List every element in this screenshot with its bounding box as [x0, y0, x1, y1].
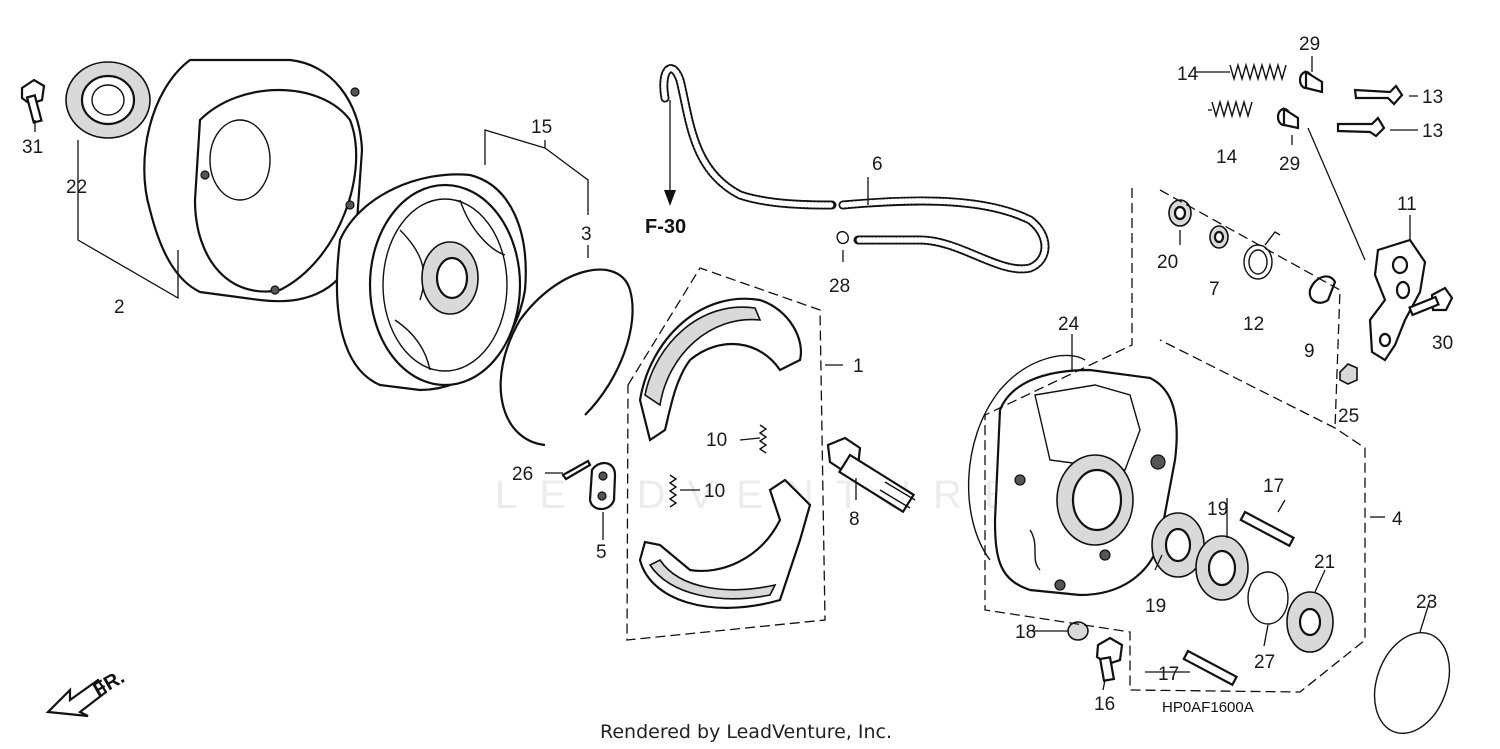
callout-15: 15	[531, 117, 552, 138]
part-12-return-spring[interactable]	[1243, 231, 1281, 280]
part-5-plate[interactable]	[588, 462, 617, 511]
callout-10-upper: 10	[706, 430, 727, 451]
part-1-brake-shoe-set[interactable]	[638, 297, 812, 609]
part-17-stud-upper[interactable]	[1239, 510, 1296, 548]
part-13-pin-upper[interactable]	[1353, 84, 1404, 106]
callout-31: 31	[22, 137, 43, 158]
part-11-brake-arm[interactable]	[1368, 238, 1427, 362]
reference-code: F-30	[645, 216, 686, 238]
part-27-circlip[interactable]	[1247, 571, 1289, 625]
part-10-spring-lower[interactable]	[668, 474, 678, 508]
credit-line: Rendered by LeadVenture, Inc.	[600, 721, 892, 743]
part-15-brake-drum[interactable]	[335, 173, 527, 392]
callout-25: 25	[1338, 406, 1359, 427]
callout-10-lower: 10	[704, 481, 725, 502]
callout-9: 9	[1304, 341, 1315, 362]
part-13-pin-lower[interactable]	[1336, 116, 1386, 138]
callout-12: 12	[1243, 314, 1264, 335]
part-16-bolt[interactable]	[1095, 636, 1124, 682]
part-29-collar-lower[interactable]	[1276, 106, 1300, 130]
part-22-oil-seal[interactable]	[65, 61, 151, 139]
callout-13-lower: 13	[1422, 121, 1443, 142]
callout-labels: 1 2 3 4 5 6 7 8 9 10 10 11 12 13 13 14 1…	[22, 34, 1453, 715]
part-8-brake-cam-shaft[interactable]	[826, 436, 916, 514]
part-30-bolt[interactable]	[1408, 286, 1454, 317]
callout-17-upper: 17	[1263, 476, 1284, 497]
reference-arrow	[664, 100, 676, 206]
part-20-seal[interactable]	[1168, 199, 1192, 227]
callout-28: 28	[829, 276, 850, 297]
part-10-spring-upper[interactable]	[758, 424, 768, 454]
part-14-spring-upper[interactable]	[1229, 62, 1287, 82]
callout-29-lower: 29	[1279, 154, 1300, 175]
callout-5: 5	[596, 542, 607, 563]
callout-20: 20	[1157, 252, 1178, 273]
callout-14-upper: 14	[1177, 64, 1199, 85]
callout-2: 2	[114, 297, 125, 318]
part-7-washer[interactable]	[1209, 225, 1229, 249]
callout-3: 3	[581, 224, 592, 245]
callout-24: 24	[1058, 314, 1080, 335]
callout-11: 11	[1397, 194, 1417, 215]
callout-26: 26	[512, 464, 533, 485]
part-2-brake-drum-housing[interactable]	[143, 58, 364, 303]
part-25-nut[interactable]	[1339, 363, 1358, 385]
part-9-indicator-plate[interactable]	[1308, 275, 1337, 304]
part-21-oil-seal[interactable]	[1286, 591, 1334, 653]
part-14-spring-lower[interactable]	[1211, 99, 1253, 119]
part-17-stud-lower[interactable]	[1182, 649, 1239, 687]
part-3-snap-ring[interactable]	[499, 268, 634, 447]
callout-21: 21	[1314, 552, 1335, 573]
callout-6: 6	[872, 154, 883, 175]
callout-13-upper: 13	[1422, 87, 1443, 108]
callout-16: 16	[1094, 694, 1115, 715]
part-29-collar-upper[interactable]	[1298, 70, 1324, 94]
callout-30: 30	[1432, 333, 1453, 354]
assembly-outline-4	[984, 188, 1366, 693]
callout-29-upper: 29	[1299, 34, 1320, 55]
callout-17-lower: 17	[1158, 664, 1179, 685]
callout-23: 23	[1416, 592, 1437, 613]
callout-4: 4	[1392, 509, 1403, 530]
part-19-bearing-b[interactable]	[1195, 535, 1249, 601]
callout-27: 27	[1254, 652, 1275, 673]
part-24-o-ring[interactable]	[968, 354, 1086, 561]
leader-lines	[34, 56, 1431, 691]
callout-14-lower: 14	[1216, 147, 1238, 168]
part-4-brake-panel[interactable]	[993, 368, 1178, 597]
callout-19-upper: 19	[1207, 499, 1228, 520]
drawing-code: HP0AF1600A	[1162, 699, 1254, 716]
part-28-clip[interactable]	[836, 230, 849, 245]
callout-8: 8	[849, 509, 860, 530]
callout-1: 1	[853, 356, 864, 377]
part-23-o-ring[interactable]	[1361, 622, 1462, 744]
callout-22: 22	[66, 177, 87, 198]
front-direction-arrow	[45, 678, 108, 718]
callout-7: 7	[1209, 279, 1220, 300]
callout-19-lower: 19	[1145, 596, 1166, 617]
assembly-outline-1	[626, 267, 826, 641]
part-6-breather-tube[interactable]	[659, 64, 1050, 274]
watermark: LEADVENTURE	[495, 473, 1033, 517]
callout-18: 18	[1015, 622, 1036, 643]
part-31-bolt[interactable]	[20, 78, 46, 124]
part-19-bearing-a[interactable]	[1151, 512, 1205, 578]
part-26-pin[interactable]	[561, 459, 592, 481]
